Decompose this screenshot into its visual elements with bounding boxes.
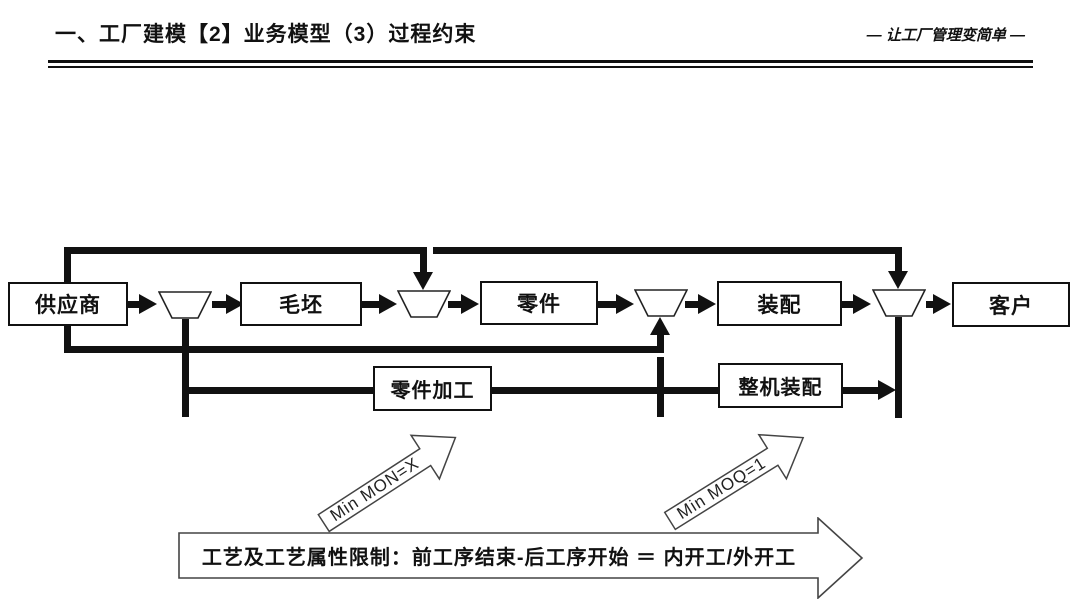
process-box-part-machining-label: 零件加工 — [390, 380, 475, 402]
flow-box-assembly: 装配 — [717, 281, 842, 326]
arrowhead-down-buffer4-icon — [888, 271, 908, 289]
connector-top-a-drop — [420, 247, 427, 272]
connector-mid-c-vertical — [64, 326, 71, 353]
flow-arrow-4-head-icon — [461, 294, 479, 314]
flow-box-supplier-label: 供应商 — [35, 294, 101, 317]
flow-box-part-label: 零件 — [517, 293, 561, 316]
flow-arrow-8-head-icon — [933, 294, 951, 314]
flow-arrow-5-head-icon — [616, 294, 634, 314]
constraint-arrow: 工艺及工艺属性限制：前工序结束-后工序开始 ＝ 内开工/外开工 — [178, 516, 866, 600]
station-marker-buffer3 — [657, 357, 664, 417]
flow-box-supplier: 供应商 — [8, 282, 128, 326]
flow-box-customer: 客户 — [952, 282, 1070, 327]
flow-box-blank: 毛坯 — [240, 282, 362, 326]
flow-arrow-1-shaft — [127, 301, 139, 308]
connector-top-a-horizontal — [64, 247, 427, 254]
flow-arrow-7-head-icon — [853, 294, 871, 314]
min-mon-arrow-shape-icon — [317, 434, 457, 533]
flow-arrow-3-shaft — [362, 301, 379, 308]
connector-top-b-drop — [895, 247, 902, 271]
flow-arrow-3-head-icon — [379, 294, 397, 314]
flow-arrow-6-shaft — [685, 301, 698, 308]
connector-top-b-horizontal — [433, 247, 902, 254]
flow-arrow-7-shaft — [842, 301, 853, 308]
buffer-trapezoid-3-icon — [634, 289, 688, 317]
process-timeline — [182, 387, 878, 394]
arrowhead-down-buffer2-icon — [413, 272, 433, 290]
connector-mid-c-horizontal — [64, 346, 664, 353]
station-marker-buffer4 — [895, 317, 902, 418]
process-box-part-machining: 零件加工 — [373, 366, 492, 411]
process-box-final-assembly-label: 整机装配 — [738, 377, 823, 399]
flow-arrow-2-shaft — [212, 301, 226, 308]
buffer-trapezoid-4-icon — [872, 289, 926, 317]
header-divider — [48, 60, 1033, 68]
min-moq-arrow-shape-icon — [663, 433, 805, 531]
flow-box-blank-label: 毛坯 — [279, 294, 323, 317]
flow-arrow-8-shaft — [926, 301, 933, 308]
flow-arrow-2-head-icon — [226, 294, 244, 314]
connector-mid-c-riser — [657, 335, 664, 353]
min-moq-arrow: Min MOQ=1 — [654, 413, 819, 545]
page-title: 一、工厂建模【2】业务模型（3）过程约束 — [55, 23, 477, 46]
station-marker-buffer1 — [182, 319, 189, 417]
flow-box-customer-label: 客户 — [989, 294, 1033, 318]
min-mon-arrow: Min MON=X — [308, 413, 473, 547]
flow-arrow-4-shaft — [448, 301, 461, 308]
process-box-final-assembly: 整机装配 — [718, 363, 843, 408]
arrowhead-up-buffer3-icon — [650, 317, 670, 335]
constraint-arrow-label: 工艺及工艺属性限制：前工序结束-后工序开始 ＝ 内开工/外开工 — [201, 547, 797, 569]
constraint-arrow-shape-icon — [178, 516, 864, 600]
buffer-trapezoid-1-icon — [158, 291, 212, 319]
connector-top-a-vertical — [64, 247, 71, 282]
flow-arrow-6-head-icon — [698, 294, 716, 314]
flow-arrow-5-shaft — [598, 301, 616, 308]
arrowhead-right-timeline-icon — [878, 380, 896, 400]
flow-box-part: 零件 — [480, 281, 598, 325]
flow-arrow-1-head-icon — [139, 294, 157, 314]
header-slogan: — 让工厂管理变简单 — — [866, 27, 1025, 44]
flow-box-assembly-label: 装配 — [757, 293, 802, 317]
buffer-trapezoid-2-icon — [397, 290, 451, 318]
